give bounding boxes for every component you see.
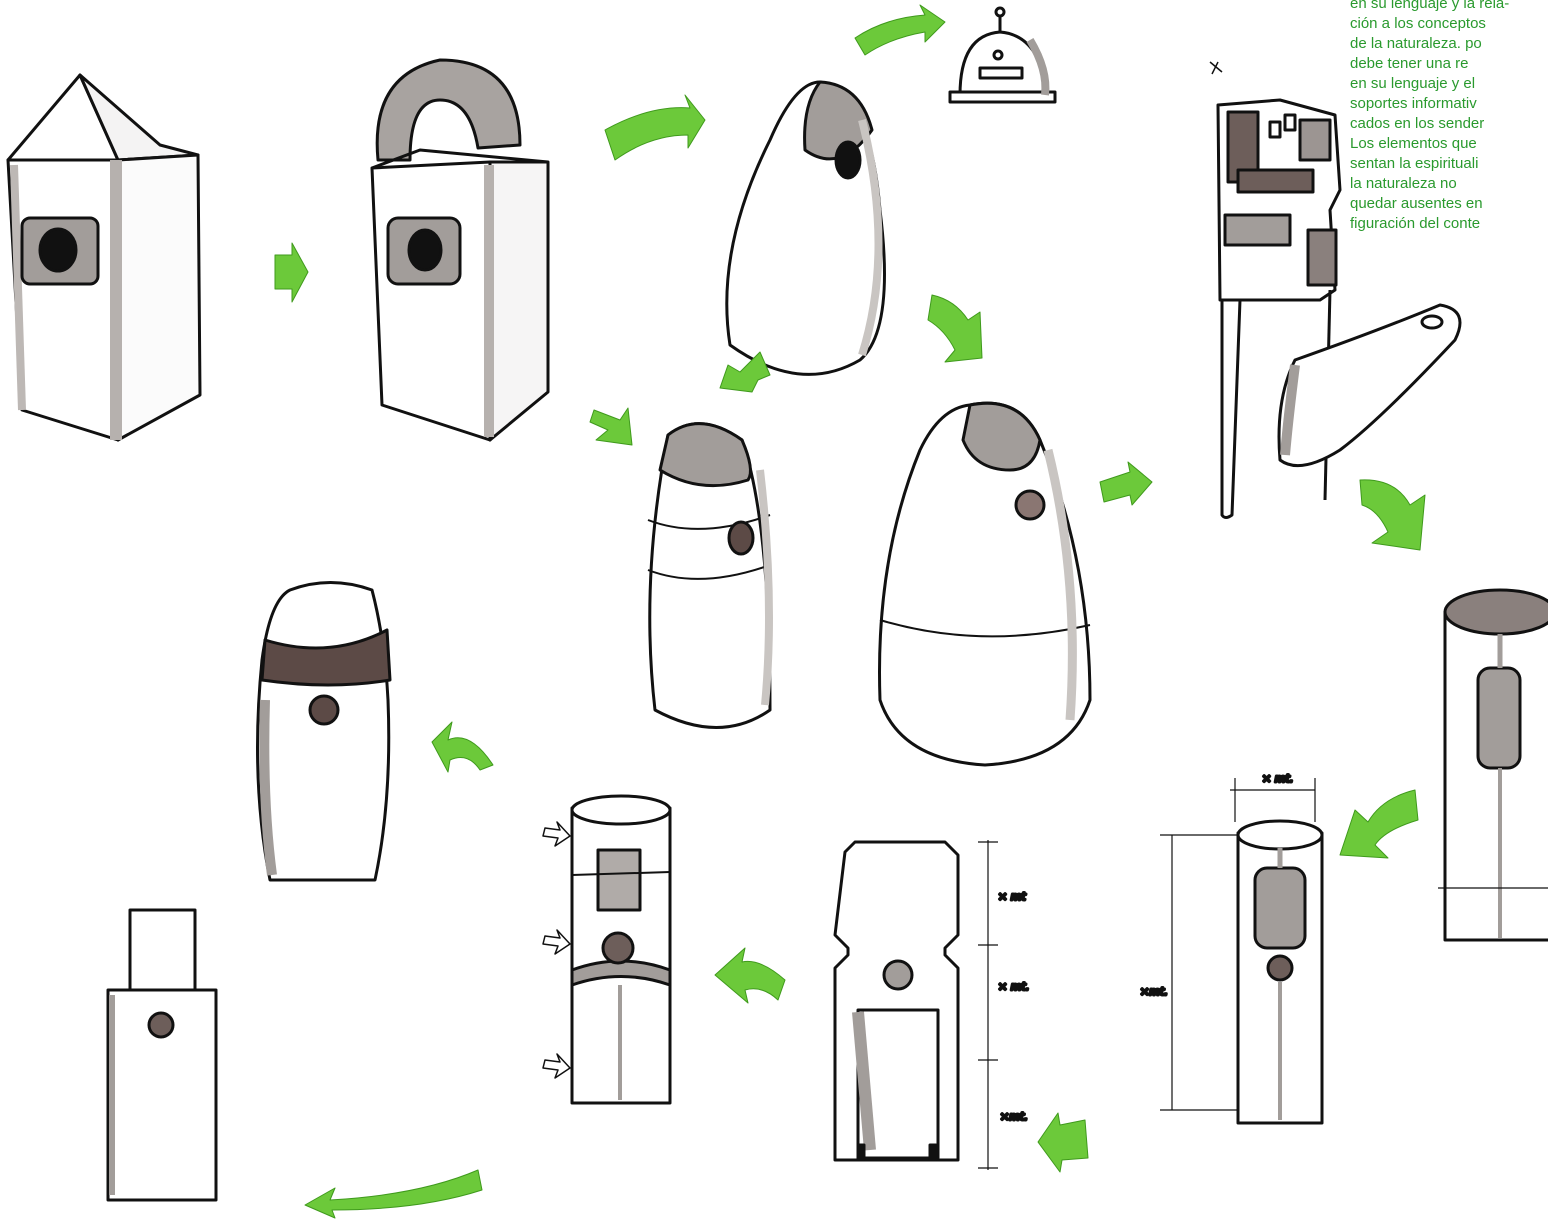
description-line: quedar ausentes en	[1350, 194, 1548, 214]
arrow-down-right-icon	[590, 408, 632, 445]
sketch-dimensioned-panel: × mt × mt. ×mt.	[835, 840, 1029, 1170]
sketch-dimensioned-column: × mt. ×mt.	[1140, 772, 1322, 1123]
dim-width-label: × mt.	[1262, 772, 1293, 785]
arrow-down-right-icon	[1360, 480, 1425, 550]
sketch-stepped-bin	[108, 910, 216, 1200]
arrow-down-icon	[928, 295, 982, 362]
sketch-banded-bottle	[258, 583, 391, 881]
sketch-large-egg	[880, 403, 1091, 765]
arrow-left-curve-icon	[305, 1170, 482, 1218]
arrow-left-icon	[715, 948, 785, 1003]
dim-height-label: ×mt.	[1140, 985, 1168, 998]
sketch-arched-box	[372, 60, 548, 440]
sketch-cylinder-with-pointers	[543, 796, 670, 1103]
description-line: de la naturaleza. po	[1350, 34, 1548, 54]
description-text-block: en su lenguaje y la rela- ción a los con…	[1350, 0, 1548, 234]
description-line: Los elementos que	[1350, 134, 1548, 154]
sketch-tall-tube	[1438, 590, 1548, 940]
description-line: ción a los conceptos	[1350, 14, 1548, 34]
arrow-down-left-icon	[720, 352, 770, 392]
description-line: figuración del conte	[1350, 214, 1548, 234]
dim-segment-label-2: × mt.	[998, 980, 1029, 993]
arrow-curve-icon	[855, 5, 945, 55]
sketch-small-dome	[950, 8, 1055, 102]
description-line: en su lenguaje y la rela-	[1350, 0, 1548, 14]
arrow-left-icon	[1038, 1113, 1088, 1172]
description-line: en su lenguaje y el	[1350, 74, 1548, 94]
sketch-house-box	[8, 75, 200, 440]
description-line: debe tener una re	[1350, 54, 1548, 74]
description-line: cados en los sender	[1350, 114, 1548, 134]
dim-segment-label-3: ×mt.	[1000, 1110, 1028, 1123]
sketch-bullet-capsule	[648, 424, 770, 728]
dim-segment-label-1: × mt	[998, 890, 1026, 903]
description-line: sentan la espirituali	[1350, 154, 1548, 174]
arrow-right-icon	[1100, 462, 1152, 505]
arrow-left-curve-icon	[432, 722, 493, 772]
arrow-curve-icon	[605, 95, 705, 160]
description-line: la naturaleza no	[1350, 174, 1548, 194]
arrow-down-left-icon	[1340, 790, 1418, 858]
sketch-cone	[727, 82, 885, 374]
arrow-right-icon	[275, 243, 308, 302]
description-line: soportes informativ	[1350, 94, 1548, 114]
